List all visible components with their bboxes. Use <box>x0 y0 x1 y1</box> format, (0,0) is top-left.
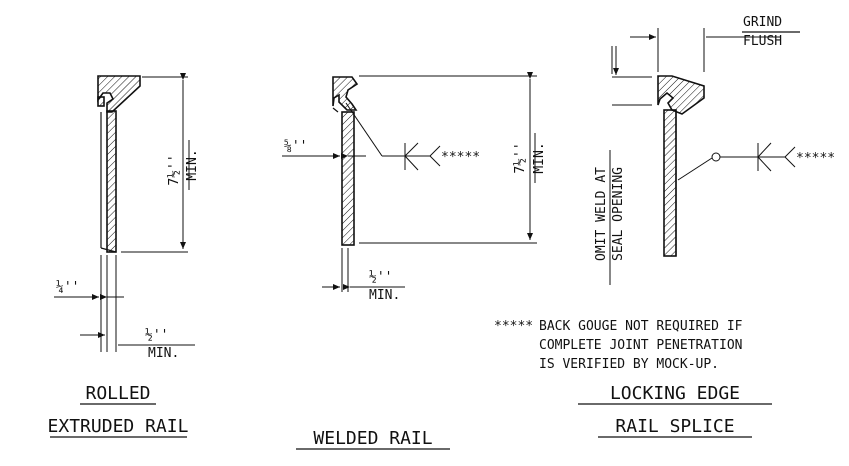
locking-title-line2: RAIL SPLICE <box>615 416 734 437</box>
locking-rail-profile <box>657 75 705 257</box>
locking-grind-line1: GRIND <box>743 15 782 30</box>
note-marker: ***** <box>494 319 533 334</box>
welded-height-min-label: MIN. <box>532 142 547 173</box>
welded-height-dimension <box>359 72 537 244</box>
welded-offset-dimension <box>322 248 405 292</box>
note-line1: BACK GOUGE NOT REQUIRED IF <box>539 319 743 334</box>
rolled-offset-label: ½'' <box>145 328 168 343</box>
rolled-title-line2: EXTRUDED RAIL <box>48 416 189 437</box>
rolled-height-label: 7½'' <box>167 154 182 185</box>
rolled-thickness-dimension <box>54 255 195 352</box>
rolled-height-min-label: MIN. <box>185 149 200 180</box>
locking-weld-symbol: ***** <box>796 151 835 166</box>
welded-title: WELDED RAIL <box>313 428 432 449</box>
welded-offset-label: ½'' <box>369 270 392 285</box>
welded-left-dimension <box>282 140 366 172</box>
welded-offset-min-label: MIN. <box>369 288 400 303</box>
locking-grind-line2: FLUSH <box>743 34 782 49</box>
welded-height-label: 7½'' <box>513 142 528 173</box>
rolled-offset-min-label: MIN. <box>148 346 179 361</box>
rolled-rail-profile <box>97 75 141 253</box>
rolled-height-dimension <box>121 73 188 253</box>
welded-rail-profile <box>332 76 359 246</box>
locking-omit-line1: OMIT WELD AT <box>594 167 609 261</box>
locking-grind-dimension <box>611 28 780 106</box>
note-line3: IS VERIFIED BY MOCK-UP. <box>539 357 719 372</box>
rolled-title-line1: ROLLED <box>85 383 150 404</box>
welded-left-label: ⅝'' <box>284 139 307 154</box>
rolled-thickness-label: ¼'' <box>56 280 79 295</box>
note-line2: COMPLETE JOINT PENETRATION <box>539 338 743 353</box>
locking-omit-line2: SEAL OPENING <box>611 167 626 261</box>
welded-weld-callout <box>345 102 441 171</box>
locking-title-line1: LOCKING EDGE <box>610 383 740 404</box>
locking-weld-callout <box>677 142 796 181</box>
welded-weld-symbol: ***** <box>441 150 480 165</box>
